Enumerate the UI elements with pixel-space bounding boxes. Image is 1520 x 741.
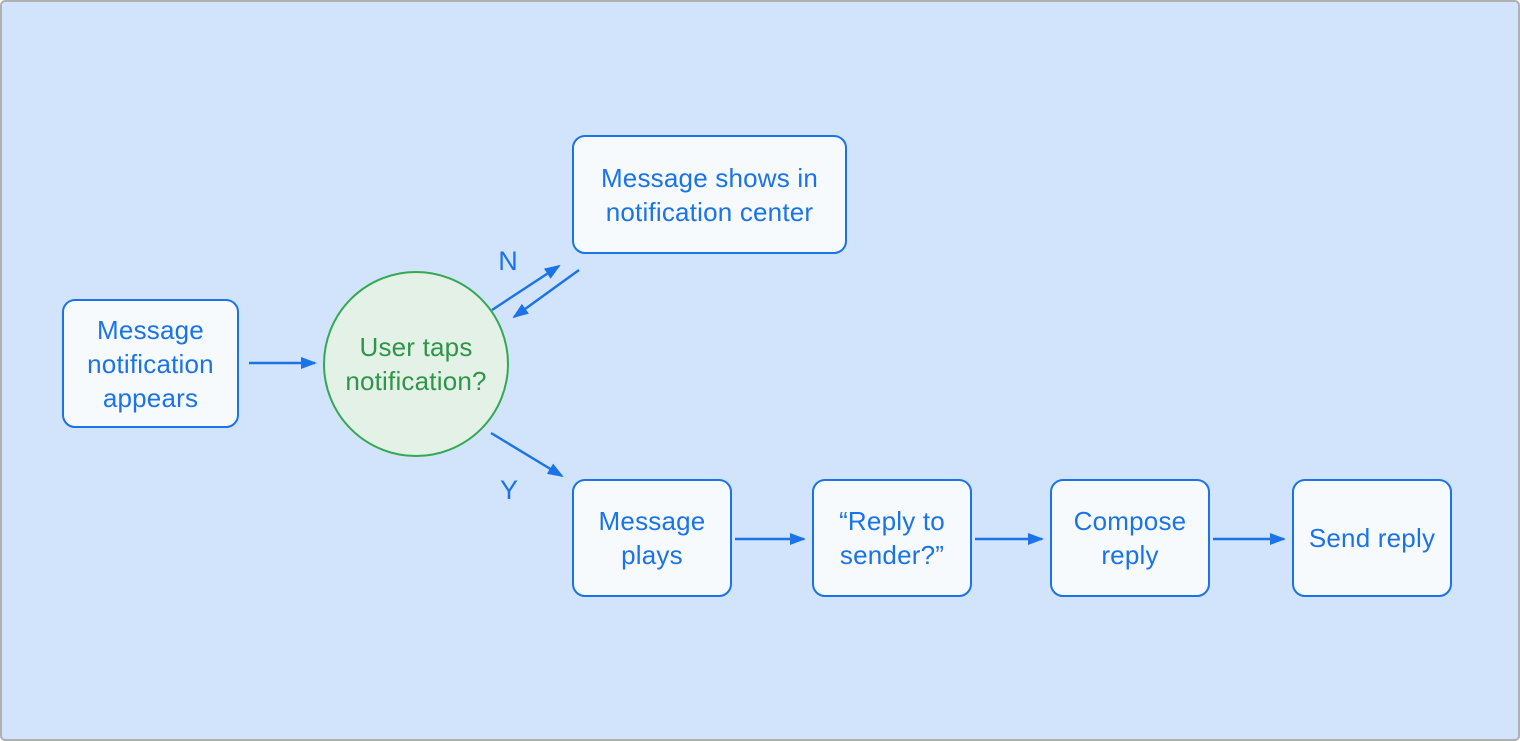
node-label: Message plays xyxy=(598,506,706,570)
node-message-shows-in-notification-center: Message shows in notification center xyxy=(572,135,847,254)
node-label: Message notification appears xyxy=(87,314,214,413)
node-reply-to-sender: “Reply to sender?” xyxy=(812,479,972,597)
node-message-notification-appears: Message notification appears xyxy=(62,299,239,428)
node-user-taps-notification-decision: User taps notification? xyxy=(323,271,509,457)
node-send-reply: Send reply xyxy=(1292,479,1452,597)
node-label: “Reply to sender?” xyxy=(839,506,945,570)
edge-decision-to-plays xyxy=(490,431,564,478)
branch-label-yes: Y xyxy=(499,475,518,505)
node-compose-reply: Compose reply xyxy=(1050,479,1210,597)
node-message-plays: Message plays xyxy=(572,479,732,597)
edge-notif-center-to-decision xyxy=(512,269,580,319)
node-label: User taps notification? xyxy=(345,332,487,396)
node-label: Message shows in notification center xyxy=(600,162,819,227)
node-label: Compose reply xyxy=(1073,506,1187,570)
branch-label-no: N xyxy=(498,246,518,276)
node-label: Send reply xyxy=(1308,523,1436,553)
